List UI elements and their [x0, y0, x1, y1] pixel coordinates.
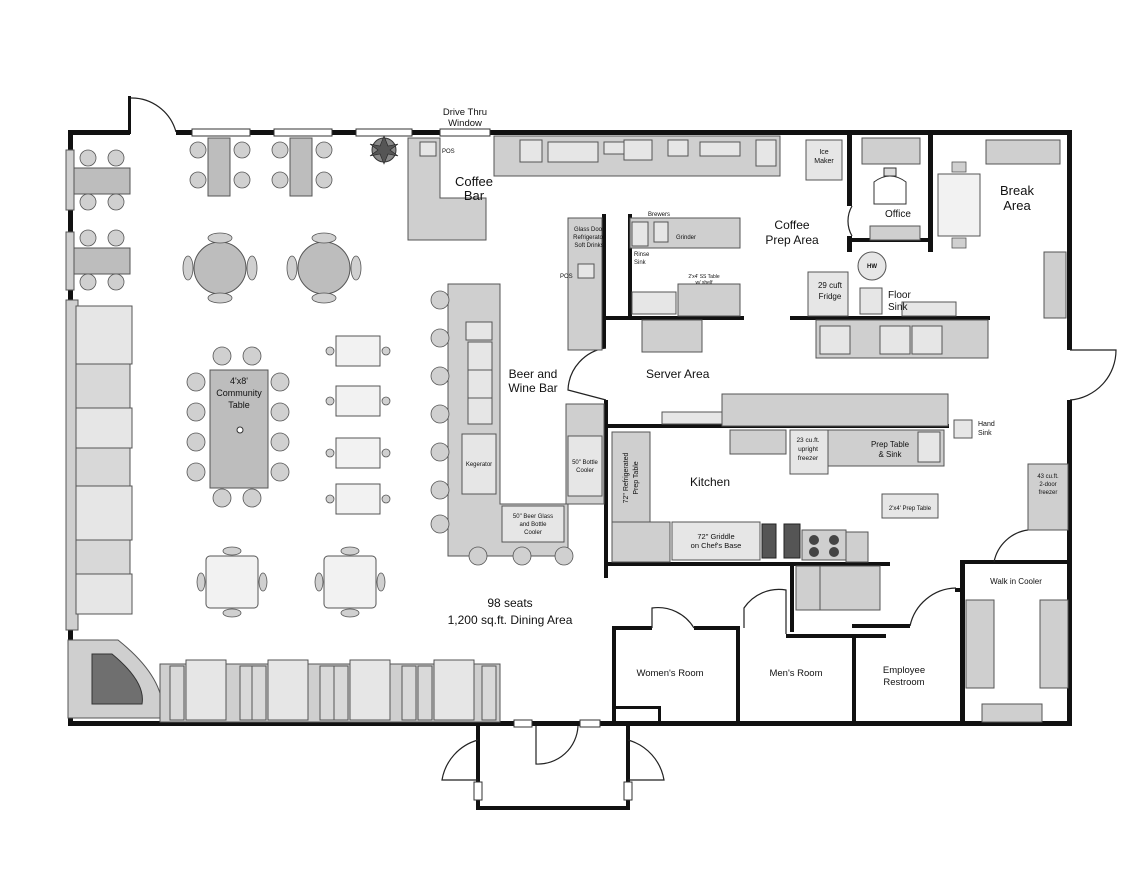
office-label: Office	[885, 209, 911, 220]
walk-in-cooler-label: Walk in Cooler	[990, 577, 1042, 586]
employee-restroom-label-2: Restroom	[883, 677, 924, 688]
kitchen-label: Kitchen	[690, 475, 730, 489]
griddle-label-2: on Chef's Base	[691, 541, 742, 550]
fridge-29-label-1: 29 cuft	[818, 281, 843, 290]
bottle-cooler-label-1: 50" Bottle	[572, 460, 598, 466]
community-table-label-1: 4'x8'	[230, 376, 248, 386]
stove-burner-icon	[809, 535, 839, 557]
beer-glass-label-1: 50" Beer Glass	[513, 514, 553, 520]
beer-wine-bar	[430, 283, 605, 566]
glass-door-label-3: Soft Drinks	[574, 243, 603, 249]
walk-in-cooler-shelving	[965, 599, 1069, 723]
refrig-prep-label-1: 72" Refrigerated	[623, 453, 630, 504]
break-area-label-1: Break	[1000, 183, 1034, 198]
top-left-door	[128, 96, 177, 134]
ice-maker-label-1: Ice	[819, 149, 828, 156]
grinder-label: Grinder	[676, 235, 696, 241]
rinse-sink-label-2: Sink	[634, 260, 647, 266]
kitchen-equipment	[611, 393, 1069, 611]
right-side-door	[1069, 349, 1117, 401]
freezer-43-label-1: 43 cu.ft.	[1037, 474, 1059, 480]
plant-icon	[369, 135, 399, 165]
freezer-label-3: freezer	[798, 455, 819, 462]
employee-restroom-label-1: Employee	[883, 665, 925, 676]
coffee-prep-label-1: Coffee	[774, 218, 809, 232]
server-area-label: Server Area	[646, 367, 710, 381]
ice-maker-label-2: Maker	[814, 158, 834, 165]
griddle-label-1: 72" Griddle	[697, 532, 734, 541]
floor-sink-label-2: Sink	[888, 302, 908, 313]
dining-tables	[182, 137, 391, 618]
kegerator-label: Kegerator	[466, 462, 492, 468]
freezer-43-label-3: freezer	[1039, 490, 1058, 496]
coffee-prep-equipment	[567, 217, 989, 359]
freezer-label-1: 23 cu.ft.	[796, 437, 819, 444]
ss-table-label-1: 2'x4' SS Table	[688, 274, 720, 280]
floor-sink-label-1: Floor	[888, 290, 911, 301]
beer-wine-label-1: Beer and	[509, 367, 558, 381]
prep-table-sink-label-2: & Sink	[878, 450, 902, 459]
bottle-cooler-label-2: Cooler	[576, 468, 594, 474]
hw-label: HW	[867, 264, 877, 270]
coffee-bar-label-2: Bar	[464, 188, 485, 203]
freezer-label-2: upright	[798, 446, 818, 453]
left-banquette	[65, 149, 133, 631]
drive-thru-label-1: Drive Thru	[443, 107, 487, 118]
coffee-bar-counter	[407, 135, 843, 241]
prep-table-2x4-label: 2'x4' Prep Table	[889, 506, 932, 512]
freezer-43-label-2: 2-door	[1039, 482, 1056, 488]
beer-glass-label-2: and Bottle	[519, 522, 547, 528]
glass-door-label-1: Glass Door	[574, 227, 604, 233]
main-entry-vestibule	[441, 725, 665, 810]
brewers-label: Brewers	[648, 212, 670, 218]
pos-top-label: POS	[442, 149, 455, 155]
prep-table-sink-label-1: Prep Table	[871, 440, 910, 449]
pos-bar-label: POS	[560, 274, 573, 280]
refrig-prep-label-2: Prep Table	[633, 461, 640, 494]
glass-door-label-2: Refrigerator	[573, 235, 605, 241]
hand-sink-label-2: Sink	[978, 430, 992, 437]
community-table-label-3: Table	[228, 400, 250, 410]
rinse-sink-label-1: Rinse	[634, 252, 650, 258]
community-table-label-2: Community	[216, 388, 262, 398]
bottom-booths	[159, 659, 501, 723]
womens-room-label: Women's Room	[636, 668, 703, 679]
beer-wine-label-2: Wine Bar	[508, 381, 557, 395]
fridge-29-label-2: Fridge	[819, 292, 842, 301]
office-break-furniture	[861, 137, 1067, 319]
break-area-label-2: Area	[1003, 198, 1031, 213]
mens-room-label: Men's Room	[769, 668, 822, 679]
ss-table-label-2: w/ shelf	[696, 280, 714, 286]
hand-sink-label-1: Hand	[978, 421, 995, 428]
coffee-prep-label-2: Prep Area	[765, 233, 819, 247]
beer-glass-label-3: Cooler	[524, 530, 542, 536]
dining-area-label-1: 98 seats	[487, 596, 532, 610]
plan-labels: Drive Thru Window POS Coffee Bar Ice Mak…	[216, 107, 1059, 688]
dining-area-label-2: 1,200 sq.ft. Dining Area	[448, 613, 573, 627]
corner-booth	[67, 639, 164, 719]
coffee-bar-label-1: Coffee	[455, 174, 493, 189]
drive-thru-label-2: Window	[448, 118, 482, 129]
